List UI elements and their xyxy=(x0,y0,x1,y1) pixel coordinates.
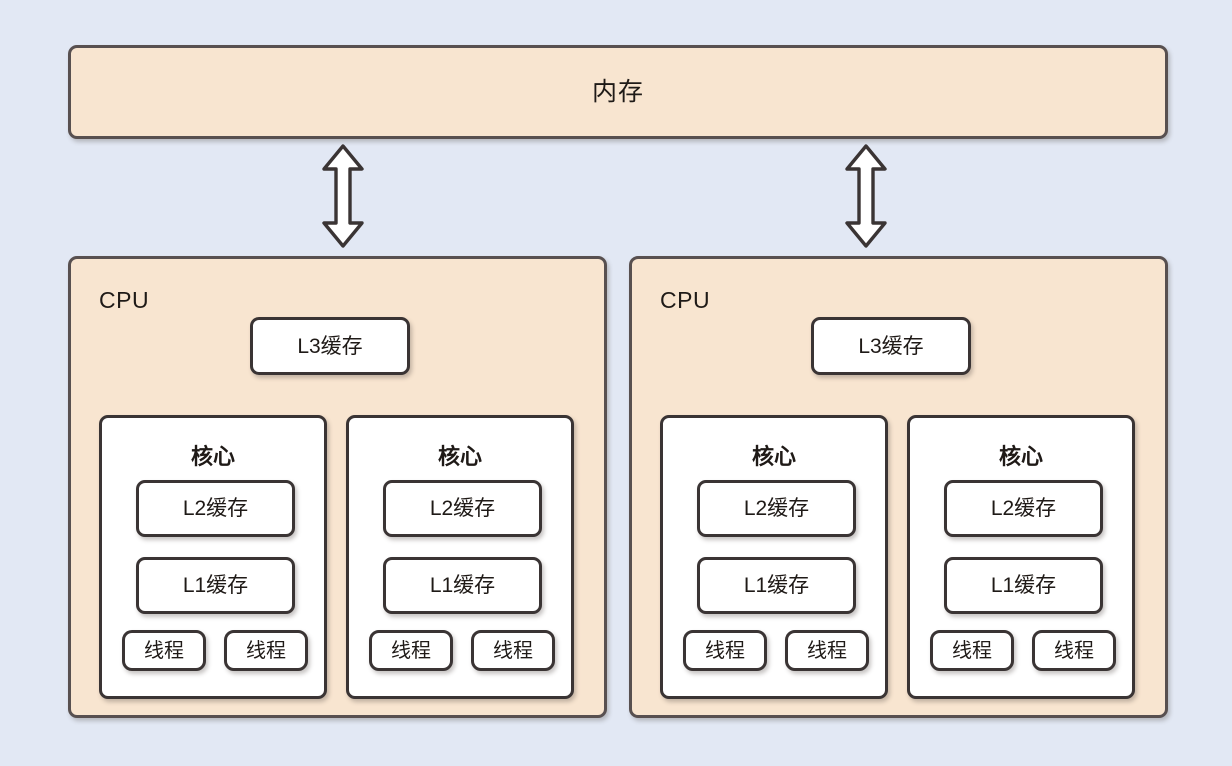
l3-cache-box: L3缓存 xyxy=(811,317,971,375)
thread-box: 线程 xyxy=(683,630,767,671)
memory-box: 内存 xyxy=(68,45,1168,139)
l2-cache-box: L2缓存 xyxy=(136,480,295,537)
core-title: 核心 xyxy=(437,444,482,469)
l2-cache-box: L2缓存 xyxy=(944,480,1103,537)
core-box: 核心 L2缓存 L1缓存 线程 线程 xyxy=(346,415,574,699)
core-box: 核心 L2缓存 L1缓存 线程 线程 xyxy=(660,415,888,699)
l2-cache-label: L2缓存 xyxy=(990,497,1057,520)
l3-cache-label: L3缓存 xyxy=(297,334,363,358)
cpu-label: CPU xyxy=(660,287,711,313)
thread-label: 线程 xyxy=(705,639,745,662)
l1-cache-box: L1缓存 xyxy=(944,557,1103,614)
l1-cache-box: L1缓存 xyxy=(697,557,856,614)
cpu-box: CPU L3缓存 核心 L2缓存 L1缓存 线程 线程 核心 L2缓存 xyxy=(629,256,1168,718)
memory-cpu-bus-arrow-icon xyxy=(845,144,887,248)
thread-box: 线程 xyxy=(122,630,206,671)
core-box: 核心 L2缓存 L1缓存 线程 线程 xyxy=(907,415,1135,699)
core-title: 核心 xyxy=(190,444,235,469)
core-box: 核心 L2缓存 L1缓存 线程 线程 xyxy=(99,415,327,699)
l1-cache-label: L1缓存 xyxy=(429,574,496,597)
cpu-label: CPU xyxy=(99,287,150,313)
thread-box: 线程 xyxy=(471,630,555,671)
thread-label: 线程 xyxy=(391,639,431,662)
l2-cache-label: L2缓存 xyxy=(743,497,810,520)
core-title: 核心 xyxy=(751,444,796,469)
l2-cache-box: L2缓存 xyxy=(697,480,856,537)
l2-cache-label: L2缓存 xyxy=(429,497,496,520)
l3-cache-box: L3缓存 xyxy=(250,317,410,375)
thread-box: 线程 xyxy=(369,630,453,671)
l3-cache-label: L3缓存 xyxy=(858,334,924,358)
thread-label: 线程 xyxy=(807,639,847,662)
thread-label: 线程 xyxy=(493,639,533,662)
cpu-box: CPU L3缓存 核心 L2缓存 L1缓存 线程 线程 核心 L2缓存 xyxy=(68,256,607,718)
thread-box: 线程 xyxy=(1032,630,1116,671)
l1-cache-label: L1缓存 xyxy=(743,574,810,597)
thread-box: 线程 xyxy=(785,630,869,671)
l2-cache-label: L2缓存 xyxy=(182,497,249,520)
l1-cache-label: L1缓存 xyxy=(990,574,1057,597)
thread-label: 线程 xyxy=(1054,639,1094,662)
memory-label: 内存 xyxy=(591,77,644,106)
core-title: 核心 xyxy=(998,444,1043,469)
thread-box: 线程 xyxy=(224,630,308,671)
thread-label: 线程 xyxy=(144,639,184,662)
l1-cache-box: L1缓存 xyxy=(136,557,295,614)
l1-cache-box: L1缓存 xyxy=(383,557,542,614)
thread-label: 线程 xyxy=(952,639,992,662)
thread-label: 线程 xyxy=(246,639,286,662)
l1-cache-label: L1缓存 xyxy=(182,574,249,597)
l2-cache-box: L2缓存 xyxy=(383,480,542,537)
thread-box: 线程 xyxy=(930,630,1014,671)
memory-cpu-bus-arrow-icon xyxy=(322,144,364,248)
